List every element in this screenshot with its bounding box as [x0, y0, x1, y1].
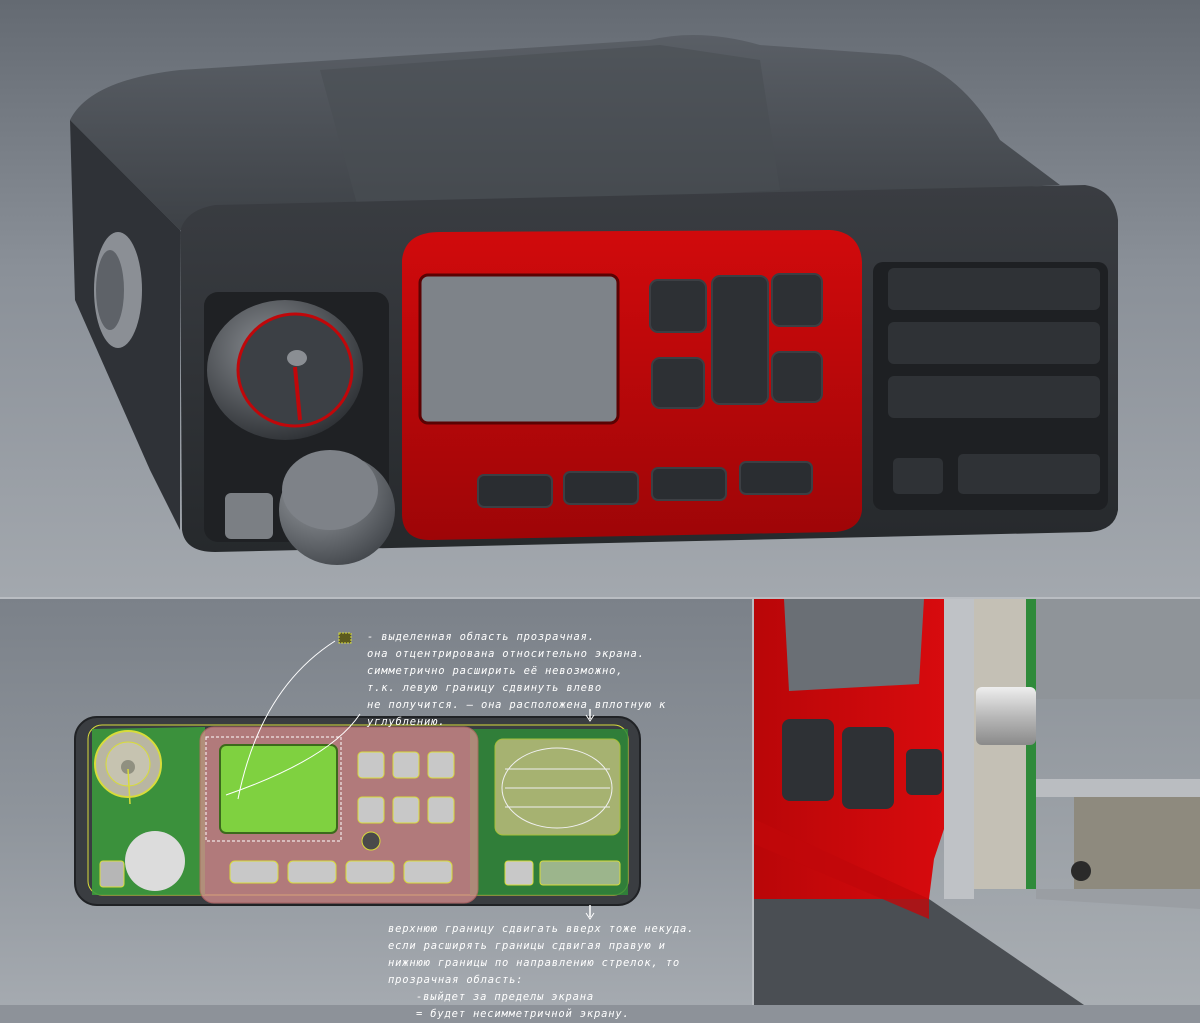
note-line: не получится. — она расположена вплотную… [367, 699, 667, 711]
power-button-top [99, 860, 125, 888]
window-outline [205, 736, 342, 842]
keypad-top [357, 751, 455, 851]
radio-3d-render [0, 0, 1200, 597]
speaker-body [1074, 794, 1200, 889]
front-view-sketch [0, 599, 752, 1005]
annotation-top: - выделенная область прозрачная. она отц… [367, 629, 666, 731]
note-line: прозрачная область: [388, 974, 524, 986]
screw [1071, 861, 1091, 881]
channel-knob-top [125, 831, 185, 891]
note-line: верхнюю границу сдвигать вверх тоже неку… [388, 923, 695, 935]
side-button-2 [842, 727, 894, 809]
note-line: -выйдет за пределы экрана [416, 991, 595, 1003]
side-button-3 [906, 749, 942, 795]
note-line: углублению. [367, 716, 446, 728]
note-line: = будет несимметричной экрану. [416, 1008, 630, 1020]
note-line: она отцентрирована относительно экрана. [367, 648, 645, 660]
radio-render-svg [70, 35, 1118, 565]
speaker-grille [873, 262, 1108, 510]
note-line: т.к. левую границу сдвинуть влево [367, 682, 603, 694]
annotation-bottom: верхнюю границу сдвигать вверх тоже неку… [388, 921, 694, 1023]
note-line: - выделенная область прозрачная. [367, 631, 595, 643]
housing-bottom [754, 899, 1084, 1005]
side-button-1 [782, 719, 834, 801]
panel-divider-vertical [752, 599, 754, 1005]
front-view-svg [74, 632, 641, 920]
note-line: нижнюю границы по направлению стрелок, т… [388, 957, 680, 969]
soft-keys-top [229, 860, 453, 884]
leader-line-1 [237, 640, 336, 800]
section-detail-render [754, 599, 1200, 1005]
section-detail-svg [754, 599, 1200, 1005]
knob-indicator [293, 366, 302, 421]
display-screen [418, 273, 620, 425]
screen-edge [784, 599, 924, 691]
transparent-area [219, 744, 338, 834]
panel-divider-horizontal [0, 597, 1200, 599]
speaker-top [494, 738, 621, 886]
soft-buttons [477, 461, 813, 508]
leader-line-2 [225, 713, 361, 796]
legend-swatch [338, 632, 352, 644]
inner-wall [944, 599, 974, 899]
knob-shaft [976, 687, 1036, 745]
note-line: если расширять границы сдвигая правую и [388, 940, 666, 952]
note-line: симметрично расширить её невозможно, [367, 665, 624, 677]
keypad [649, 273, 823, 409]
housing-top-ridge [320, 45, 780, 215]
power-button [225, 493, 273, 539]
